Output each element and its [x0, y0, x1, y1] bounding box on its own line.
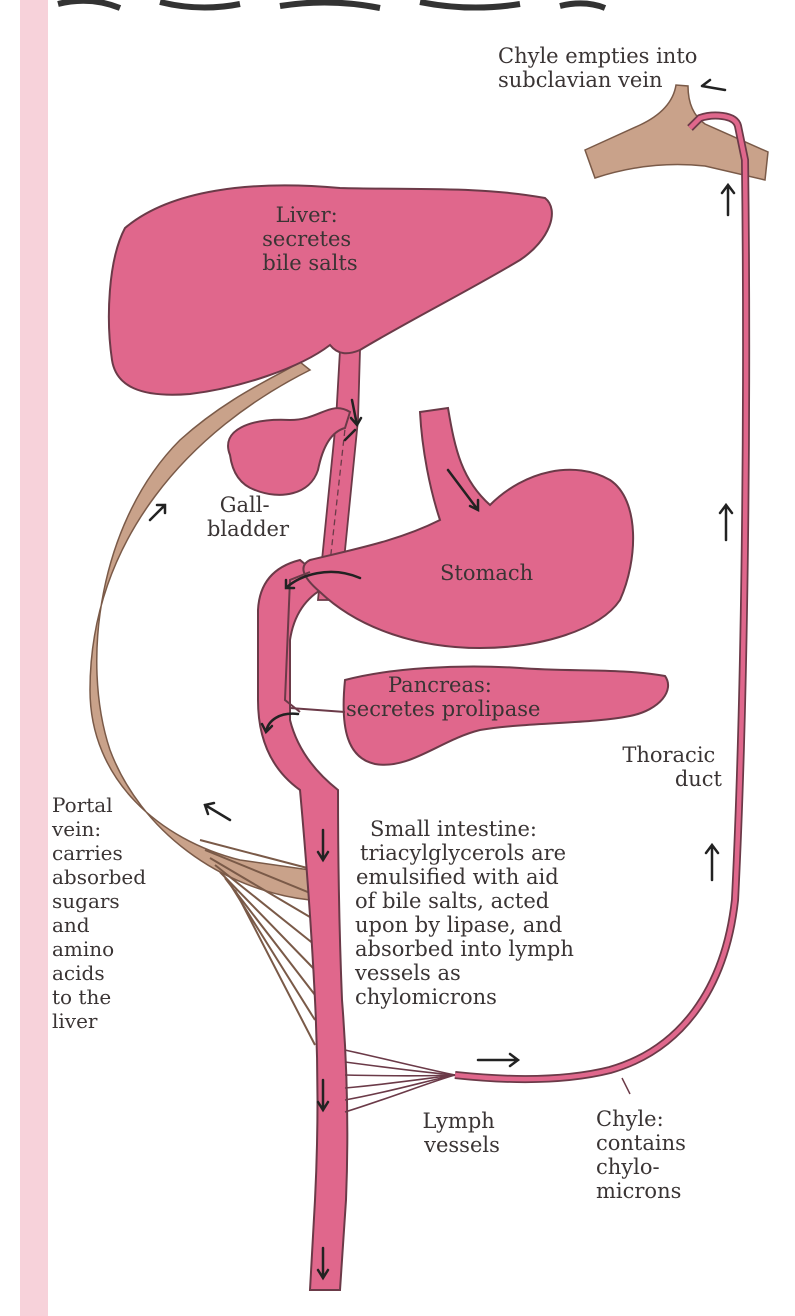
- arrow-duct-low: [706, 845, 718, 880]
- arrow-lymph-right: [478, 1054, 518, 1066]
- lymph-vessels: [345, 1050, 455, 1112]
- left-margin-band: [20, 0, 48, 1316]
- label-portal-vein: Portal vein: carries absorbed sugars and…: [51, 793, 152, 1033]
- label-chyle-empties: Chyle empties into subclavian vein: [498, 44, 704, 92]
- arrow-portal-mid: [205, 803, 230, 820]
- arrow-duct-top: [722, 185, 734, 215]
- label-lymph-vessels: Lymph vessels: [422, 1109, 501, 1157]
- chyle-leader-line: [622, 1078, 630, 1094]
- arrow-duct-mid: [720, 505, 732, 540]
- label-gallbladder: Gall- bladder: [207, 493, 290, 541]
- label-stomach: Stomach: [440, 561, 533, 585]
- label-chyle: Chyle: contains chylo- microns: [596, 1107, 693, 1203]
- label-thoracic-duct: Thoracic duct: [622, 743, 722, 791]
- label-liver: Liver: secretes bile salts: [262, 203, 358, 275]
- label-small-intestine: Small intestine: triacylglycerols are em…: [354, 817, 581, 1009]
- arrow-portal-up: [150, 505, 165, 520]
- arrow-subclavian: [702, 80, 725, 90]
